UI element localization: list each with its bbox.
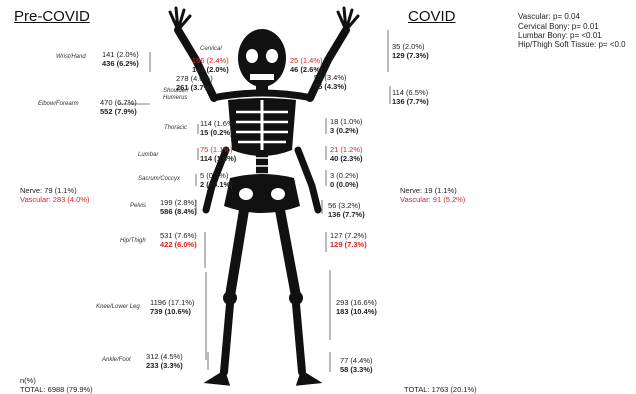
region-pelvis: Pelvis: [130, 203, 146, 209]
pre-sacrum-soft: 5 (0.1%): [200, 171, 228, 180]
covid-wrist-soft: 35 (2.0%): [392, 42, 425, 51]
covid-wrist-bony: 129 (7.3%): [392, 51, 429, 60]
pre-nerve: Nerve: 79 (1.1%): [20, 186, 77, 195]
stat-lumbar-bony: Lumbar Bony: p= <0.01: [518, 31, 602, 40]
pre-thoracic-bony: 15 (0.2%): [200, 128, 233, 137]
pre-shoulder-soft: 278 (4.0%): [176, 74, 213, 83]
region-lumbar: Lumbar: [138, 152, 158, 158]
pre-wrist-bony: 436 (6.2%): [102, 59, 139, 68]
covid-knee-soft: 293 (16.6%): [336, 298, 377, 307]
covid-title: COVID: [408, 8, 456, 25]
pre-elbow-soft: 470 (6.7%): [100, 98, 137, 107]
covid-pelvis-bony: 136 (7.7%): [328, 210, 365, 219]
pelvis-bone: [224, 174, 300, 213]
stat-cervical-bony: Cervical Bony: p= 0.01: [518, 22, 599, 31]
region-knee-lower-leg: Knee/Lower Leg: [96, 304, 140, 310]
covid-thoracic-bony: 3 (0.2%): [330, 126, 358, 135]
pre-lumbar-bony: 114 (1.6%): [200, 154, 236, 163]
covid-nerve: Nerve: 19 (1.1%): [400, 186, 457, 195]
pre-wrist-soft: 141 (2.0%): [102, 50, 139, 59]
region-thoracic: Thoracic: [164, 125, 187, 131]
covid-cervical-soft: 25 (1.4%): [290, 56, 323, 65]
pre-cervical-soft: 166 (2.4%): [192, 56, 229, 65]
pre-pelvis-soft: 199 (2.8%): [160, 198, 197, 207]
stat-hip-thigh-soft: Hip/Thigh Soft Tissue: p= <0.0: [518, 40, 626, 49]
pre-pelvis-bony: 586 (8.4%): [160, 207, 197, 216]
pre-hip-bony: 422 (6.0%): [160, 240, 197, 249]
pre-ankle-bony: 233 (3.3%): [146, 361, 183, 370]
pre-vascular: Vascular: 283 (4.0%): [20, 195, 89, 204]
covid-hip-bony: 129 (7.3%): [330, 240, 367, 249]
region-sacrum-coccyx: Sacrum/Coccyx: [138, 176, 180, 182]
covid-knee-bony: 183 (10.4%): [336, 307, 377, 316]
n-percent-label: n(%): [20, 376, 36, 385]
pre-ankle-soft: 312 (4.5%): [146, 352, 183, 361]
covid-elbow-soft: 114 (6.5%): [392, 88, 428, 97]
region-wrist-hand: Wrist/Hand: [56, 54, 86, 60]
right-femur: [280, 210, 296, 296]
covid-pelvis-soft: 56 (3.2%): [328, 201, 361, 210]
pre-sacrum-bony: 2 (<0.1%): [200, 180, 233, 189]
pre-knee-soft: 1196 (17.1%): [150, 298, 194, 307]
covid-hip-soft: 127 (7.2%): [330, 231, 367, 240]
covid-shoulder-bony: 75 (4.3%): [314, 82, 347, 91]
covid-lumbar-soft: 21 (1.2%): [330, 145, 363, 154]
pre-shoulder-bony: 261 (3.7%): [176, 83, 213, 92]
covid-shoulder-soft: 59 (3.4%): [314, 73, 347, 82]
covid-ankle-soft: 77 (4.4%): [340, 356, 373, 365]
left-femur: [230, 210, 244, 296]
region-ankle-foot: Ankle/Foot: [102, 357, 131, 363]
pre-hip-soft: 531 (7.6%): [160, 231, 197, 240]
covid-thoracic-soft: 18 (1.0%): [330, 117, 363, 126]
region-elbow-forearm: Elbow/Forearm: [38, 101, 79, 107]
pre-thoracic-soft: 114 (1.6%): [200, 119, 236, 128]
covid-ankle-bony: 58 (3.3%): [340, 365, 373, 374]
pre-covid-title: Pre-COVID: [14, 8, 90, 25]
pre-cervical-bony: 141 (2.0%): [192, 65, 229, 74]
stat-vascular: Vascular: p= 0.04: [518, 12, 580, 21]
covid-sacrum-bony: 0 (0.0%): [330, 180, 358, 189]
region-cervical: Cervical: [200, 46, 222, 52]
pre-knee-bony: 739 (10.6%): [150, 307, 191, 316]
pre-elbow-bony: 552 (7.9%): [100, 107, 137, 116]
covid-sacrum-soft: 3 (0.2%): [330, 171, 358, 180]
region-hip-thigh: Hip/Thigh: [120, 238, 146, 244]
covid-elbow-bony: 136 (7.7%): [392, 97, 429, 106]
covid-vascular: Vascular: 91 (5.2%): [400, 195, 465, 204]
covid-lumbar-bony: 40 (2.3%): [330, 154, 363, 163]
pre-lumbar-soft: 75 (1.1%): [200, 145, 233, 154]
